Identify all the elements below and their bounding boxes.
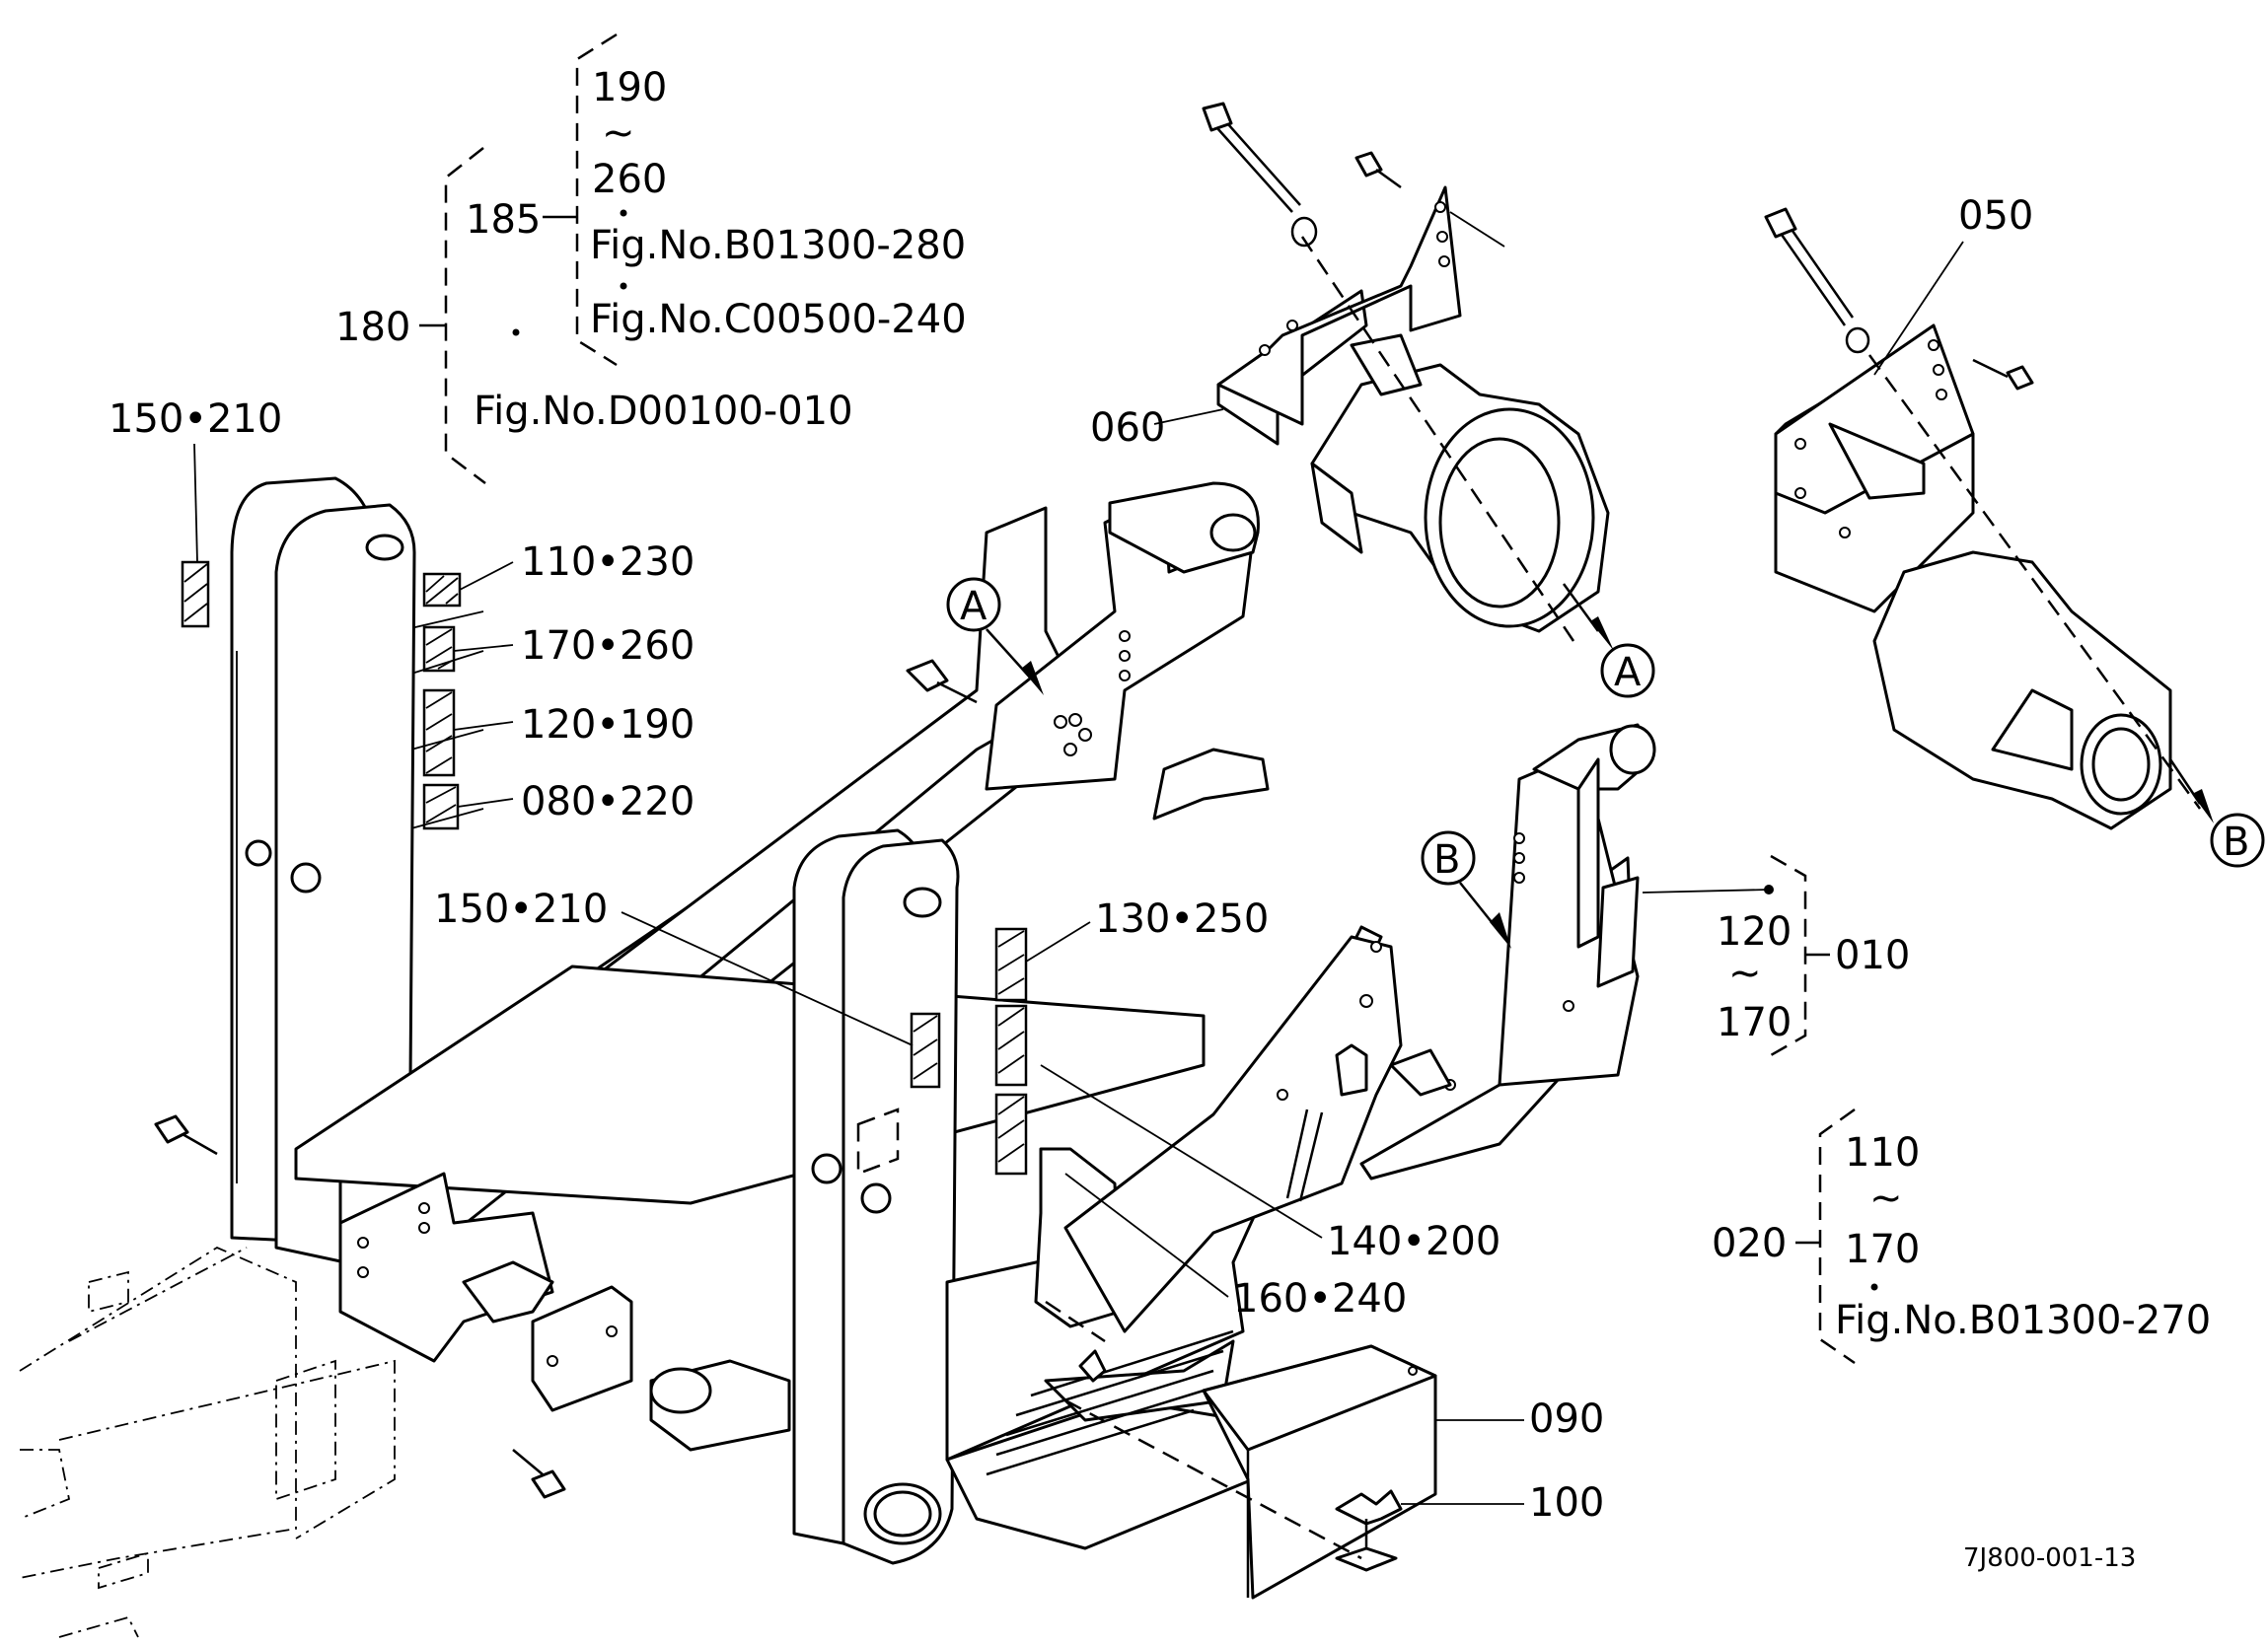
label-170-260: 170•260 — [521, 623, 695, 669]
label-180: 180 — [335, 305, 410, 350]
callout-a-upper: A — [1614, 650, 1642, 695]
label-120-190: 120•190 — [521, 702, 695, 748]
ref-fig-c00500-240[interactable]: Fig.No.C00500-240 — [590, 297, 967, 342]
ref-fig-d00100-010[interactable]: Fig.No.D00100-010 — [474, 389, 853, 434]
label-100: 100 — [1529, 1480, 1604, 1526]
label-110: 110 — [1845, 1130, 1920, 1176]
label-080-220: 080•220 — [521, 779, 695, 824]
callout-b-upper: B — [2223, 820, 2249, 865]
ref-fig-b01300-270[interactable]: Fig.No.B01300-270 — [1835, 1298, 2211, 1343]
label-185: 185 — [466, 197, 541, 243]
decal-stack-left — [389, 561, 514, 835]
callout-b-left: B — [1433, 837, 1460, 883]
step-frame — [945, 925, 1403, 1550]
label-190: 190 — [592, 65, 667, 110]
loader-arm-left — [230, 476, 416, 1264]
label-150-210-top: 150•210 — [109, 396, 282, 442]
reference-bracket-010 — [1770, 854, 1830, 1057]
label-170-b: 170 — [1845, 1227, 1920, 1272]
label-110-230: 110•230 — [521, 539, 695, 585]
drawing-number: 7J800-001-13 — [1963, 1543, 2136, 1573]
gear-housing-b — [1867, 354, 2202, 830]
decal-stack-center — [910, 927, 1028, 1176]
wing-nut-100 — [1335, 1489, 1524, 1572]
label-130-250: 130•250 — [1095, 896, 1269, 942]
label-140-200: 140•200 — [1327, 1219, 1500, 1264]
label-060: 060 — [1090, 405, 1165, 451]
label-170: 170 — [1717, 1000, 1792, 1045]
bracket-050 — [1764, 207, 2034, 613]
tilde-020: ~ — [1869, 1176, 1903, 1221]
cover-090 — [1202, 1344, 1524, 1600]
label-050: 050 — [1958, 193, 2033, 239]
reference-bracket-185: 185 190 ~ 260 Fig.No.B01300-280 Fig.No.C… — [466, 33, 967, 367]
gear-housing-a — [1300, 236, 1610, 642]
tilde-185: ~ — [602, 110, 635, 156]
label-020: 020 — [1712, 1221, 1787, 1266]
mount-right-010 — [1285, 723, 1656, 1202]
label-150-210-mid: 150•210 — [434, 887, 608, 932]
ref-fig-b01300-280[interactable]: Fig.No.B01300-280 — [590, 223, 966, 268]
label-010: 010 — [1835, 933, 1910, 978]
callout-a-left: A — [960, 584, 988, 629]
tractor-chassis-phantom — [19, 1246, 396, 1638]
label-260: 260 — [592, 157, 667, 202]
loader-arm-right — [792, 828, 960, 1565]
label-090: 090 — [1529, 1396, 1604, 1442]
reference-bracket-180: 180 Fig.No.D00100-010 — [335, 147, 853, 484]
label-120: 120 — [1717, 909, 1792, 955]
label-160-240: 160•240 — [1233, 1276, 1407, 1322]
reference-bracket-020 — [1795, 1108, 1878, 1365]
mount-brackets-bottom — [154, 1114, 791, 1499]
arrow-a-upper: A — [1562, 583, 1655, 698]
arrow-a-left: A — [946, 577, 1044, 695]
tilde-010: ~ — [1728, 951, 1762, 996]
label-group-150-210-top: 150•210 — [109, 396, 282, 628]
arrow-b-left: B — [1421, 830, 1511, 949]
bracket-060 — [1153, 102, 1505, 446]
arrow-b-upper: B — [2168, 758, 2265, 868]
